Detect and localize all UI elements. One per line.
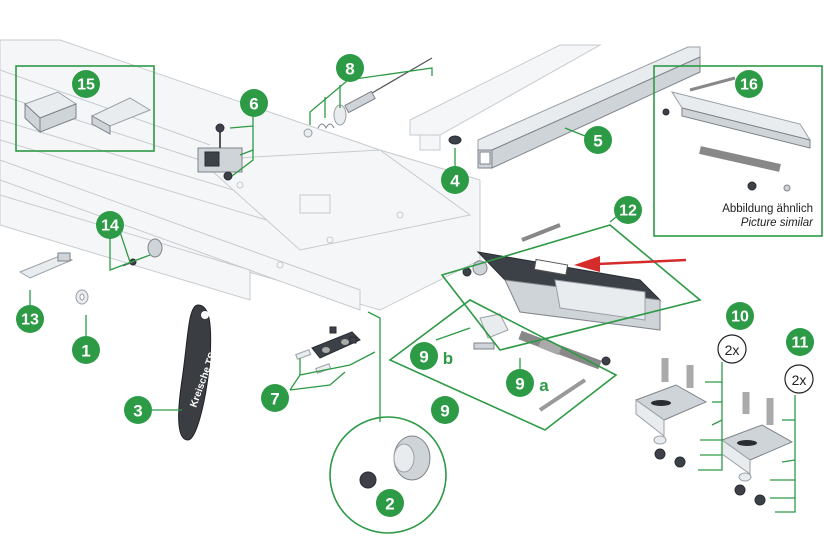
callout-14: 14 bbox=[96, 211, 124, 239]
callout-8-label: 8 bbox=[345, 60, 354, 79]
callout-9a-circle bbox=[506, 369, 534, 397]
coupler-set-10 bbox=[634, 358, 708, 468]
callout-7-circle bbox=[261, 384, 289, 412]
callout-8-circle bbox=[336, 54, 364, 82]
quantity-11: 2x bbox=[784, 364, 814, 394]
callout-11-circle bbox=[786, 328, 814, 356]
callout-2-label: 2 bbox=[385, 495, 394, 514]
red-arrow bbox=[574, 256, 687, 272]
callout-11-label: 11 bbox=[792, 335, 809, 352]
callout-8: 8 bbox=[336, 54, 364, 82]
callout-15-label: 15 bbox=[77, 77, 95, 94]
callout-6-circle bbox=[240, 89, 268, 117]
callout-12-circle bbox=[614, 196, 642, 224]
callout-12-label: 12 bbox=[619, 203, 637, 220]
roller-detail bbox=[329, 416, 447, 534]
callout-9: 9 bbox=[431, 396, 459, 424]
callout-5-label: 5 bbox=[593, 132, 602, 151]
callout-11: 11 bbox=[786, 328, 814, 356]
leader-lines bbox=[29, 67, 796, 513]
callout-9b-label: 9 bbox=[419, 348, 428, 367]
callout-12: 12 bbox=[614, 196, 642, 224]
callout-10: 10 bbox=[726, 302, 754, 330]
coupler-set-11 bbox=[720, 392, 794, 506]
cap-part bbox=[448, 135, 462, 145]
latch-part bbox=[18, 252, 74, 279]
quantity-10: 2x bbox=[717, 334, 747, 364]
callout-13: 13 bbox=[16, 305, 44, 333]
callout-16-circle bbox=[735, 70, 763, 98]
callout-1-circle bbox=[72, 336, 100, 364]
callout-1-label: 1 bbox=[81, 342, 90, 361]
washer-part bbox=[75, 289, 89, 305]
note-line-1: Abbildung ähnlich bbox=[722, 203, 813, 215]
callout-7: 7 bbox=[261, 384, 289, 412]
callout-4-label: 4 bbox=[450, 172, 460, 191]
main-frame bbox=[0, 39, 481, 311]
callout-6-label: 6 bbox=[249, 95, 258, 114]
note-line-2: Picture similar bbox=[741, 217, 814, 229]
callout-4: 4 bbox=[441, 166, 469, 194]
callout-10-label: 10 bbox=[731, 309, 749, 326]
strap-part: Kreische TS bbox=[178, 304, 219, 441]
callout-4-circle bbox=[441, 166, 469, 194]
callout-3: 3 bbox=[124, 396, 152, 424]
callout-13-label: 13 bbox=[21, 312, 39, 329]
inset-16 bbox=[653, 65, 823, 237]
callout-1: 1 bbox=[72, 336, 100, 364]
callout-13-circle bbox=[16, 305, 44, 333]
track-part bbox=[462, 223, 662, 331]
callout-3-circle bbox=[124, 396, 152, 424]
quantity-11-label: 2x bbox=[792, 372, 807, 388]
inset-15 bbox=[15, 65, 155, 152]
callout-9b-circle bbox=[410, 342, 438, 370]
callout-9b-suffix: b bbox=[443, 349, 453, 368]
quantity-10-label: 2x bbox=[725, 342, 740, 358]
callout-9-label: 9 bbox=[440, 402, 449, 421]
callout-9-circle bbox=[431, 396, 459, 424]
callout-9a-label: 9 bbox=[515, 375, 524, 394]
callout-6: 6 bbox=[240, 89, 268, 117]
callout-15: 15 bbox=[72, 70, 100, 98]
callout-14-label: 14 bbox=[101, 218, 119, 235]
group-box-12 bbox=[440, 224, 702, 351]
callout-5: 5 bbox=[584, 126, 612, 154]
callout-14-circle bbox=[96, 211, 124, 239]
callout-5-circle bbox=[584, 126, 612, 154]
group-box-9 bbox=[388, 299, 618, 431]
bracket-part bbox=[197, 123, 243, 181]
clamp-part bbox=[295, 326, 361, 374]
ghost-rails bbox=[409, 44, 602, 151]
callout-16-label: 16 bbox=[740, 77, 758, 94]
callout-3-label: 3 bbox=[133, 402, 142, 421]
square-tube-part bbox=[477, 46, 701, 169]
callout-2: 2 bbox=[376, 489, 404, 517]
callout-16: 16 bbox=[735, 70, 763, 98]
callout-15-circle bbox=[72, 70, 100, 98]
callout-2-circle bbox=[376, 489, 404, 517]
callout-9a-suffix: a bbox=[539, 376, 549, 395]
callout-10-circle bbox=[726, 302, 754, 330]
callout-7-label: 7 bbox=[270, 390, 279, 409]
